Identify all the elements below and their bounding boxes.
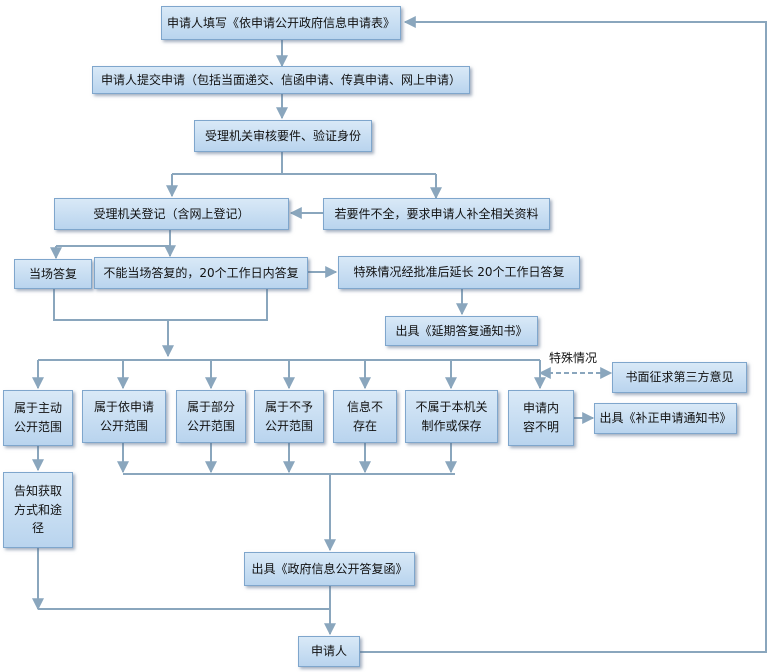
review-box: 受理机关审核要件、验证身份 [194,120,372,152]
reply-letter-box: 出具《政府信息公开答复函》 [244,552,415,586]
applicant-box: 申请人 [298,636,360,667]
category-active-box: 属于主动 公开范围 [3,390,73,446]
category-not-ours-box: 不属于本机关 制作或保存 [405,390,498,443]
third-party-box: 书面征求第三方意见 [612,362,747,393]
supplement-notice-box: 出具《补正申请通知书》 [594,403,737,434]
extend-notice-box: 出具《延期答复通知书》 [385,316,538,346]
loop-back-arrow [360,16,767,653]
category-unclear-box: 申请内 容不明 [508,390,574,446]
special-case-label: 特殊情况 [549,351,598,365]
extend-box: 特殊情况经批准后延长 20个工作日答复 [338,256,580,289]
category-partial-box: 属于部分 公开范围 [176,390,246,443]
category-denied-box: 属于不予 公开范围 [254,390,324,443]
inform-method-box: 告知获取 方式和途 径 [3,472,73,548]
category-nonexistent-box: 信息不 存在 [333,390,397,443]
submit-box: 申请人提交申请（包括当面递交、信函申请、传真申请、网上申请） [92,66,470,94]
fill-form-box: 申请人填写《依申请公开政府信息申请表》 [161,6,401,40]
reply-20days-box: 不能当场答复的，20个工作日内答复 [94,257,308,289]
incomplete-box: 若要件不全，要求申请人补全相关资料 [323,198,550,230]
category-request-box: 属于依申请 公开范围 [82,390,166,443]
register-box: 受理机关登记（含网上登记） [54,198,289,230]
reply-onsite-box: 当场答复 [14,259,92,289]
